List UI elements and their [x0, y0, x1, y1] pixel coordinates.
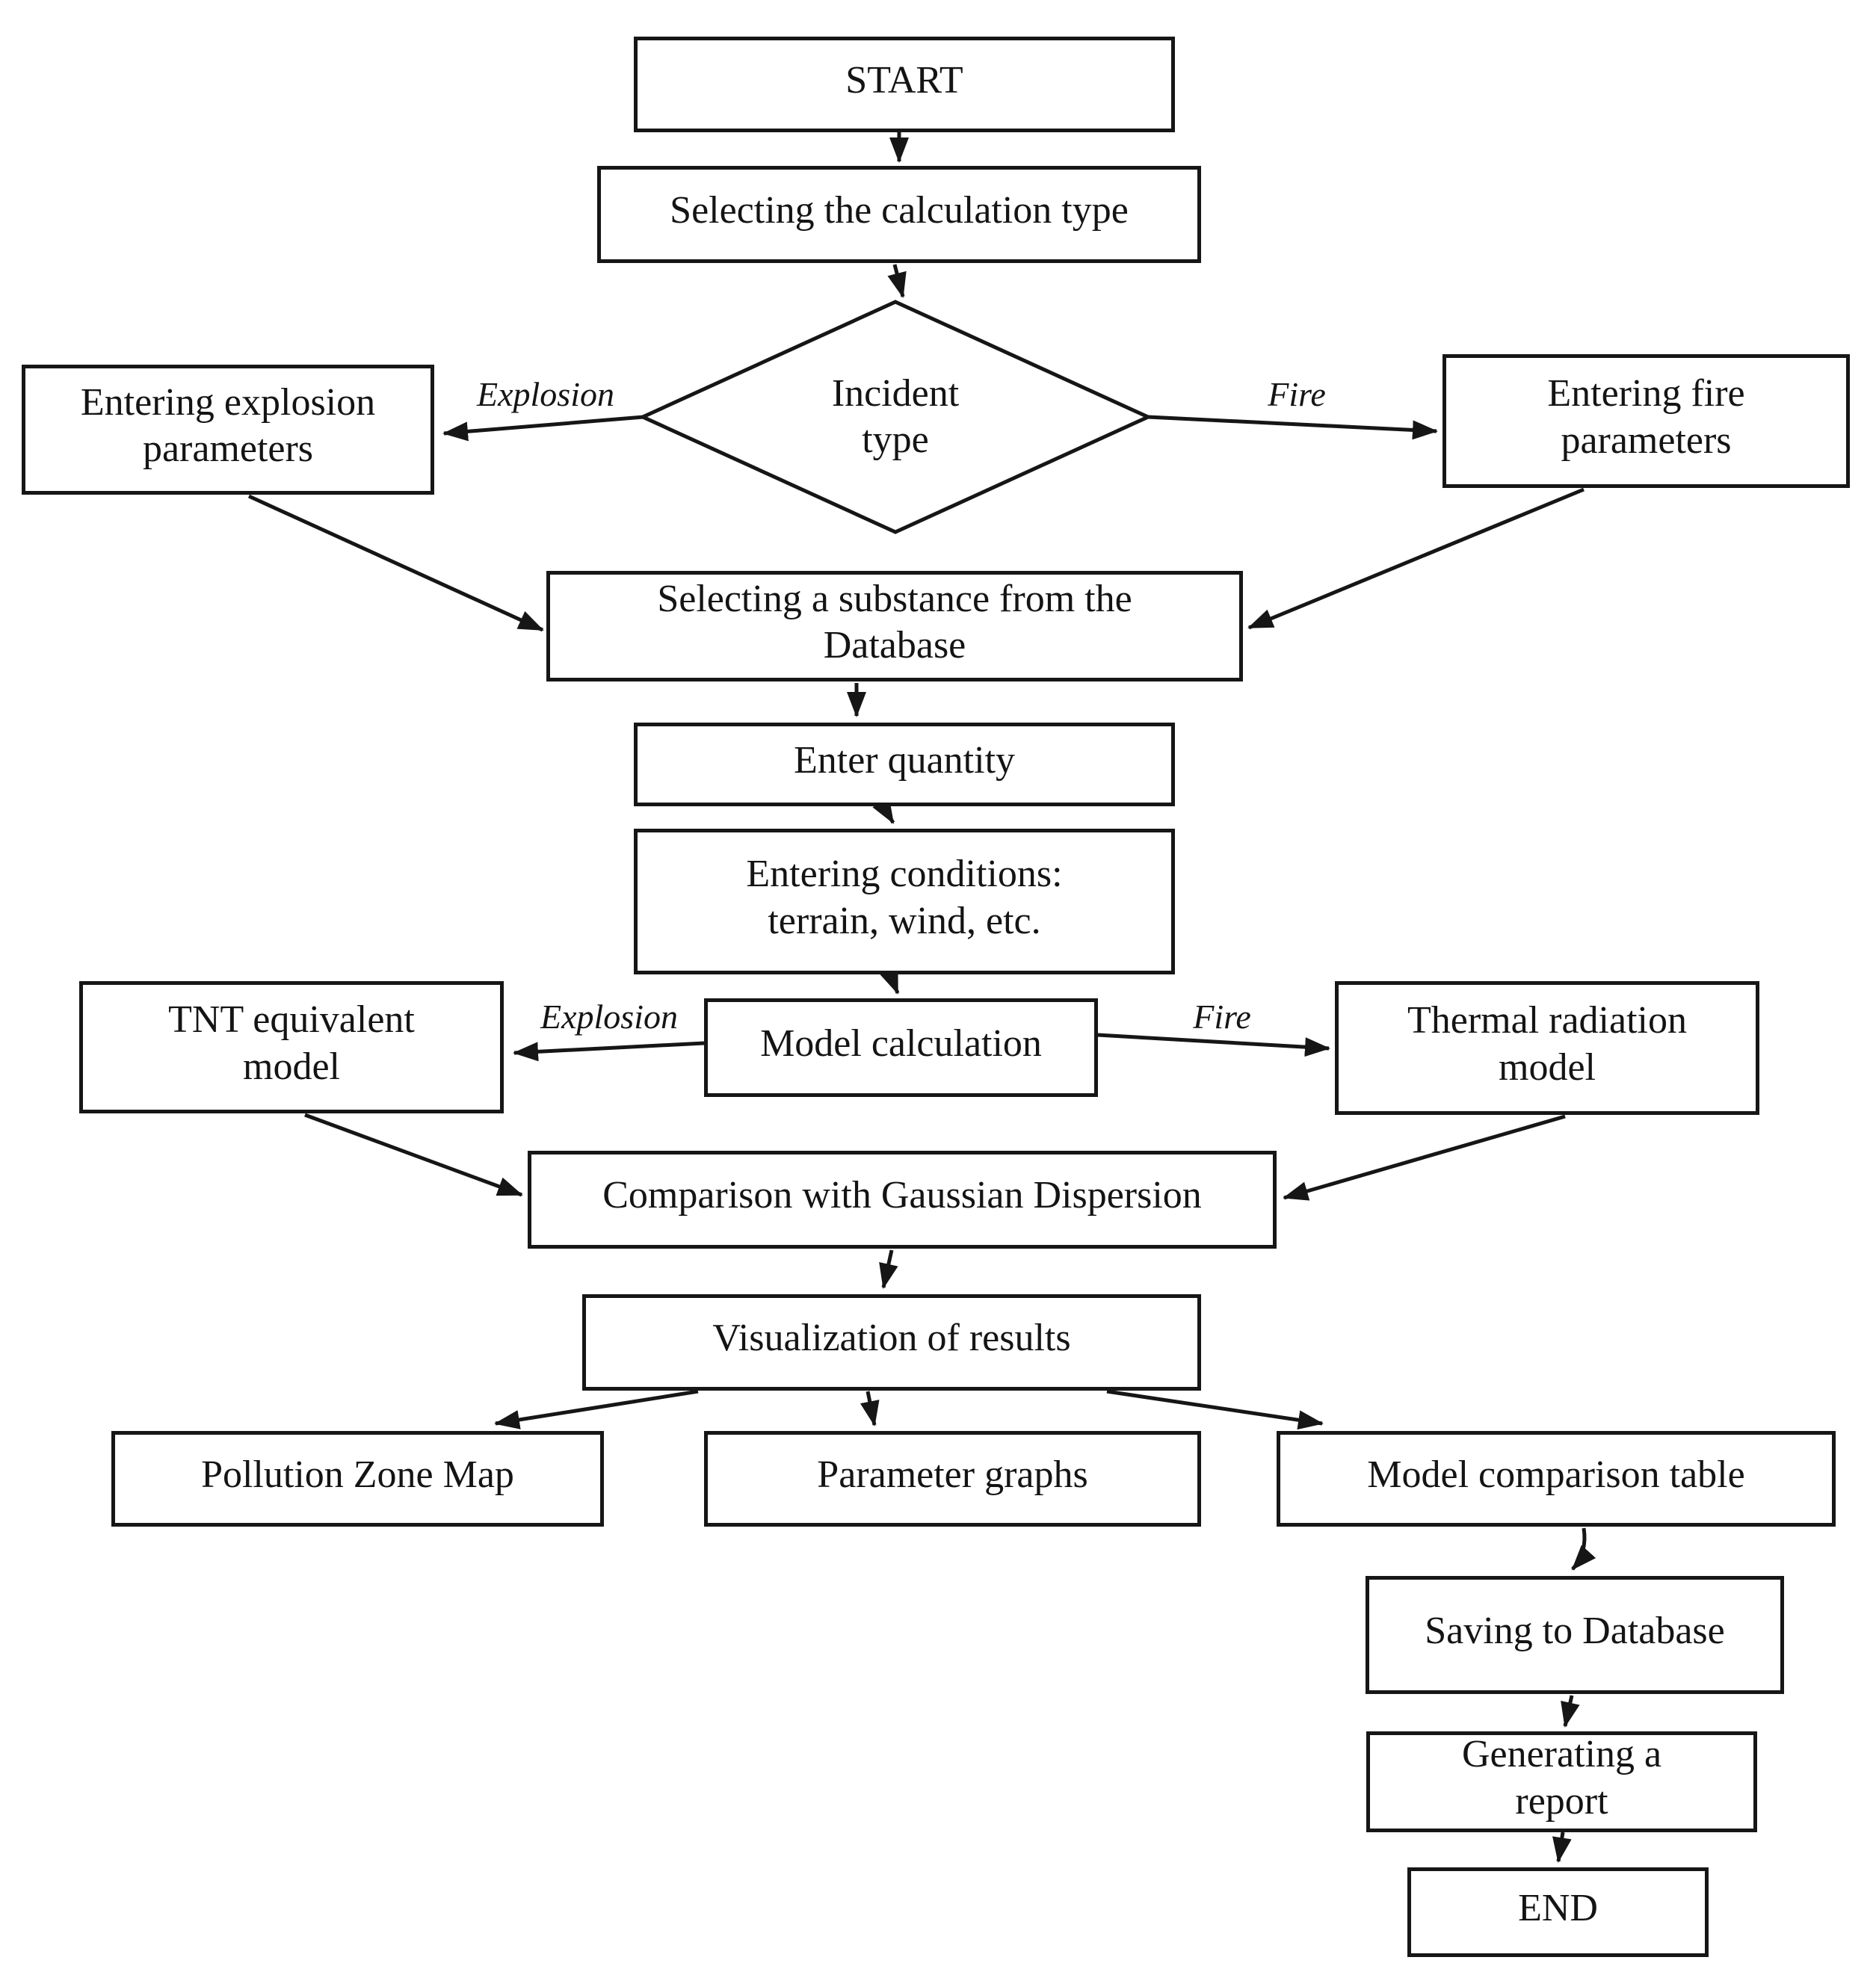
edge-label-fire-branch: Fire: [1268, 375, 1326, 413]
edge-visualization-to-pollution: [494, 1389, 699, 1429]
edge-calc-type-to-incident: [887, 264, 907, 298]
edge-explosion-params-to-substance: [247, 494, 544, 632]
node-thermal-radiation-model: Thermal radiation model: [1335, 981, 1759, 1115]
edge-report-to-end: [1552, 1832, 1572, 1863]
edge-model-calc-to-tnt: [513, 1041, 705, 1062]
node-entering-conditions: Entering conditions: terrain, wind, etc.: [634, 829, 1175, 974]
edge-label-fire-model: Fire: [1193, 998, 1251, 1036]
edge-visualization-to-graphs: [860, 1391, 880, 1426]
edge-model-calc-to-thermal: [1097, 1033, 1330, 1057]
edge-label-explosion-model: Explosion: [540, 998, 678, 1036]
node-entering-explosion-parameters: Entering explosion parameters: [22, 365, 434, 495]
edge-incident-to-explosion-params: [442, 415, 644, 442]
node-tnt-equivalent-model: TNT equivalent model: [79, 981, 504, 1113]
node-selecting-substance: Selecting a substance from the Database: [546, 571, 1243, 681]
node-start: START: [634, 37, 1175, 132]
node-enter-quantity: Enter quantity: [634, 723, 1175, 806]
node-selecting-calculation-type: Selecting the calculation type: [597, 166, 1201, 263]
edge-incident-to-fire-params: [1147, 415, 1438, 440]
node-entering-fire-parameters: Entering fire parameters: [1443, 354, 1850, 488]
edge-table-to-saving: [1571, 1527, 1596, 1571]
node-model-comparison-table: Model comparison table: [1277, 1431, 1836, 1527]
edge-visualization-to-table: [1106, 1389, 1324, 1430]
edge-tnt-to-comparison: [304, 1113, 523, 1197]
node-visualization-of-results: Visualization of results: [582, 1294, 1201, 1391]
incident-type-diamond: [638, 300, 1153, 534]
edge-quantity-to-conditions: [872, 797, 895, 824]
edge-saving-to-report: [1561, 1695, 1580, 1728]
node-incident-type-label: Incident type: [831, 371, 960, 461]
edge-fire-params-to-substance: [1247, 487, 1585, 630]
edge-conditions-to-model-calc: [880, 967, 900, 995]
edge-comparison-to-visualization: [879, 1249, 898, 1289]
node-saving-to-database: Saving to Database: [1366, 1576, 1784, 1694]
node-pollution-zone-map: Pollution Zone Map: [111, 1431, 604, 1527]
node-comparison-gaussian-dispersion: Comparison with Gaussian Dispersion: [528, 1151, 1277, 1249]
node-end: END: [1407, 1867, 1709, 1957]
node-model-calculation: Model calculation: [704, 998, 1098, 1097]
node-parameter-graphs: Parameter graphs: [704, 1431, 1201, 1527]
edge-label-explosion-branch: Explosion: [477, 375, 614, 413]
edge-thermal-to-comparison: [1283, 1114, 1566, 1201]
node-generating-report: Generating a report: [1366, 1731, 1757, 1832]
